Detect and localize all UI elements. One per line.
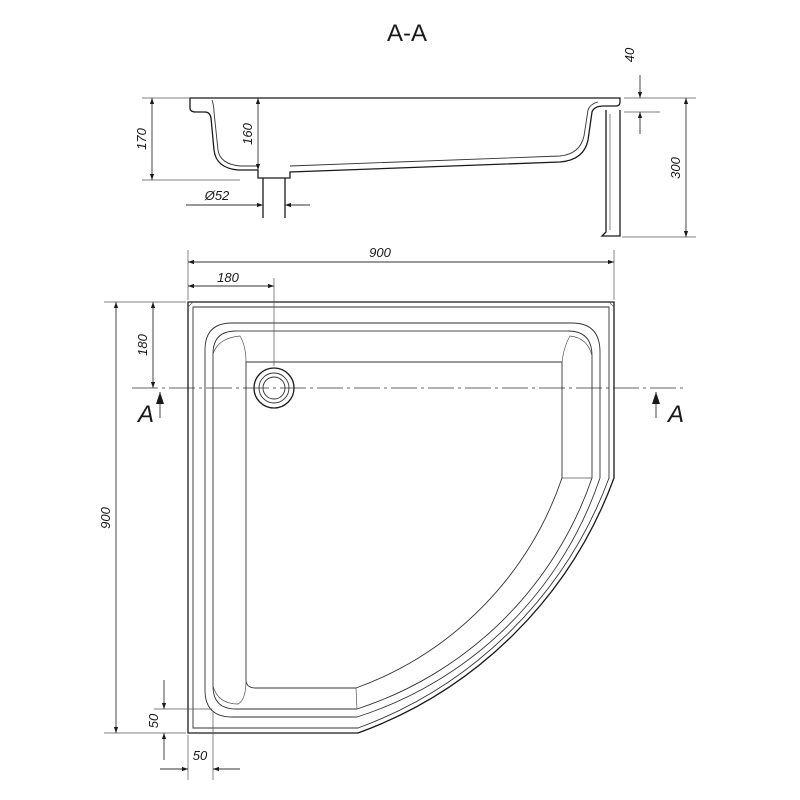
plan-view: A A 900 180 900 180 50 50 [98,245,684,780]
dim-plan-height: 900 [98,506,113,528]
dim-rim: 40 [622,47,637,62]
section-inner-line [211,99,599,167]
plan-basin-floor [245,361,563,689]
section-leg [600,110,621,237]
section-profile [189,97,621,179]
section-label-left: A [136,401,154,428]
dim-depth-inner: 160 [240,122,255,144]
dim-margin-bottom: 50 [146,713,161,728]
dim-total-height: 300 [668,156,683,178]
plan-basin-outer [204,322,601,718]
dim-drain-offset-x: 180 [217,270,239,285]
dim-plan-width: 900 [369,245,391,260]
dim-drain-offset-y: 180 [135,333,150,355]
plan-rim-line [192,306,610,729]
dim-margin-left: 50 [193,748,208,763]
plan-slope-lines [212,330,593,710]
section-title: A-A [387,20,427,47]
dim-depth-outer: 170 [134,127,149,149]
section-label-right: A [666,401,684,428]
dim-drain-diameter: Ø52 [204,188,230,203]
section-view: A-A 170 160 Ø52 40 300 [134,20,696,238]
plan-outer-contour [187,301,615,734]
section-drain-pipe [262,178,286,218]
